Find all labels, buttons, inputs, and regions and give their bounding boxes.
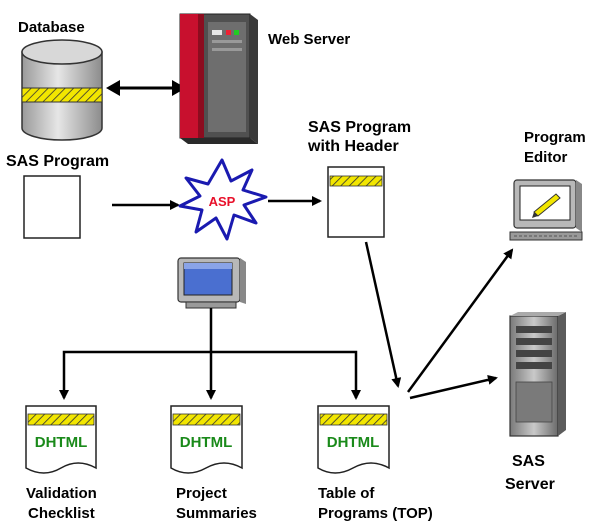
sas-server-icon bbox=[509, 312, 566, 437]
program-editor-label-line2: Editor bbox=[524, 149, 567, 166]
top-to-sas-server-arrow bbox=[409, 374, 498, 400]
program-editor-icon bbox=[509, 179, 583, 241]
program-editor-label-line1: Program bbox=[524, 129, 586, 146]
validation-checklist-label-line1: Validation bbox=[26, 485, 97, 502]
project-summaries-document: DHTML bbox=[170, 405, 243, 474]
project-summaries-label-line2: Summaries bbox=[176, 505, 257, 522]
sas-program-header-label-line1: SAS Program bbox=[308, 119, 411, 136]
database-icon bbox=[21, 39, 103, 141]
top-label-line2: Programs (TOP) bbox=[318, 505, 433, 522]
sas-program-with-header-document bbox=[327, 166, 385, 238]
validation-checklist-document: DHTML bbox=[25, 405, 97, 474]
db-server-arrow bbox=[106, 80, 186, 96]
distribution-connectors bbox=[59, 308, 361, 400]
dhtml-badge: DHTML bbox=[35, 434, 88, 451]
top-to-editor-arrow bbox=[406, 248, 514, 393]
top-label-line1: Table of bbox=[318, 485, 375, 502]
top-document: DHTML bbox=[317, 405, 390, 474]
asp-label: ASP bbox=[209, 194, 236, 209]
sas-server-label-line2: Server bbox=[505, 476, 555, 493]
dhtml-badge: DHTML bbox=[327, 434, 380, 451]
sas-program-label: SAS Program bbox=[6, 153, 109, 170]
project-summaries-label-line1: Project bbox=[176, 485, 227, 502]
asp-burst-icon: ASP bbox=[178, 158, 268, 241]
validation-checklist-label-line2: Checklist bbox=[28, 505, 95, 522]
monitor-icon bbox=[177, 257, 246, 309]
header-to-top-arrow bbox=[364, 241, 402, 388]
database-label: Database bbox=[18, 19, 85, 36]
sas-program-document bbox=[23, 175, 81, 239]
sas-program-header-label-line2: with Header bbox=[307, 138, 399, 155]
web-server-icon bbox=[179, 13, 258, 144]
sas-server-label-line1: SAS bbox=[512, 453, 545, 470]
web-server-label: Web Server bbox=[268, 31, 350, 48]
dhtml-badge: DHTML bbox=[180, 434, 233, 451]
